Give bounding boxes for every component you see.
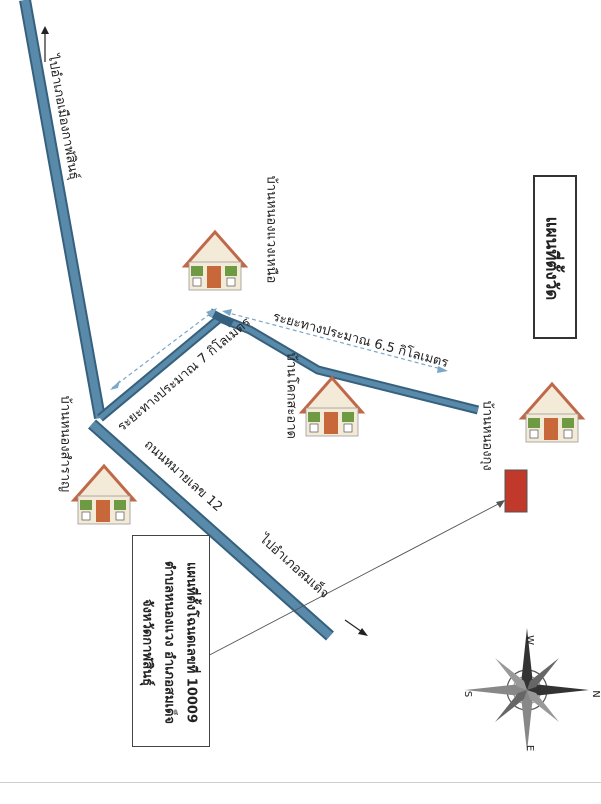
house-khok-sa-ngam bbox=[298, 375, 366, 437]
pointer-line bbox=[199, 501, 503, 661]
compass-rose: W E N S bbox=[462, 628, 601, 752]
house-nong-waeng-nuea bbox=[181, 229, 249, 291]
compass-e: E bbox=[524, 745, 535, 751]
distance-6-5km-arrow bbox=[224, 311, 446, 371]
roads-layer bbox=[19, 0, 480, 641]
info-line-3: จังหวัดกาฬสินธุ์ bbox=[139, 598, 155, 687]
house-nong-kung bbox=[518, 381, 586, 443]
info-box bbox=[132, 535, 210, 747]
title-box bbox=[533, 175, 577, 339]
temple-marker bbox=[504, 469, 528, 513]
page-title: แผนที่ตั้งวัด bbox=[541, 216, 562, 301]
label-nong-kung: บ้านหนองกุง bbox=[479, 400, 495, 471]
distance-7km-arrow bbox=[111, 309, 216, 389]
info-line-2: ตำบลหนองแวง อำเภอสมเด็จ bbox=[161, 560, 177, 725]
house-nong-sam-ran bbox=[70, 463, 138, 525]
direction-arrows bbox=[41, 26, 505, 661]
label-khok-sa-ngam: บ้านโคกสะอาด bbox=[283, 352, 299, 439]
compass-w: W bbox=[524, 635, 535, 645]
info-line-1: แผนที่ตั้งโฉนดเลขที่ 10009 bbox=[183, 561, 199, 724]
compass-s: S bbox=[462, 691, 473, 697]
label-nong-waeng-nuea: บ้านหนองแวงเหนือ bbox=[263, 175, 279, 284]
distance-markers bbox=[110, 308, 448, 390]
compass-n: N bbox=[590, 690, 601, 697]
label-nong-sam-ran: บ้านหนองสำราญ bbox=[57, 395, 73, 493]
footer-divider bbox=[0, 782, 601, 783]
